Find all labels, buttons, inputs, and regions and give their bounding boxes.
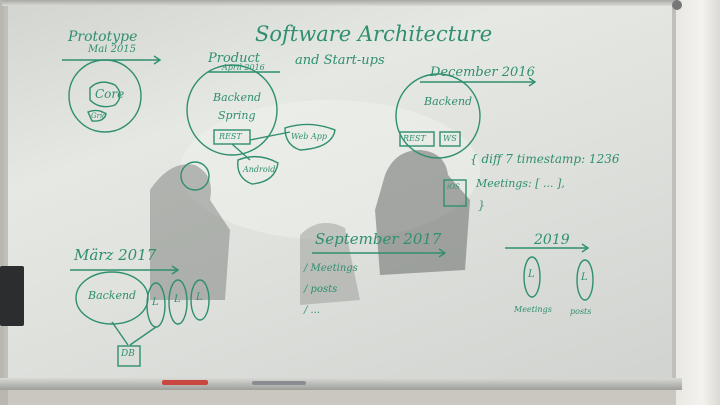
december-node: Backend bbox=[424, 95, 473, 108]
whiteboard-frame-top bbox=[2, 0, 678, 6]
board-title-line2: and Start-ups bbox=[295, 53, 385, 68]
mount-screw bbox=[672, 0, 682, 10]
december-circle bbox=[395, 73, 481, 159]
arrowhead-2019 bbox=[581, 243, 590, 253]
person-shadow-center bbox=[300, 222, 360, 305]
december-code-line3: } bbox=[478, 199, 485, 212]
maerz-db: DB bbox=[121, 349, 135, 359]
december-code-line2: Meetings: [ ... ], bbox=[476, 177, 565, 190]
grey-marker bbox=[252, 381, 306, 385]
arrowhead-december bbox=[528, 77, 537, 87]
android-blob bbox=[237, 155, 279, 185]
product-heading: Product bbox=[208, 51, 260, 66]
september-item-1: / Meetings bbox=[304, 263, 358, 274]
maerz-heading: März 2017 bbox=[74, 246, 157, 264]
red-marker bbox=[162, 380, 208, 385]
maerz-lambda-1-label: L bbox=[152, 297, 159, 308]
product-link-web bbox=[249, 131, 291, 141]
prototype-tag: Grid bbox=[91, 112, 107, 120]
arrowhead-september bbox=[438, 248, 447, 258]
product-rest: REST bbox=[219, 132, 242, 141]
product-web-app: Web App bbox=[291, 132, 327, 141]
future-lambda-1 bbox=[523, 256, 541, 298]
prototype-circle bbox=[68, 59, 142, 133]
ios-box bbox=[443, 179, 467, 207]
december-heading: December 2016 bbox=[430, 65, 535, 80]
december-rest-box bbox=[399, 131, 435, 147]
september-item-3: / ... bbox=[304, 305, 321, 316]
prototype-date: Mai 2015 bbox=[88, 44, 137, 55]
arrowhead-maerz bbox=[171, 265, 180, 275]
prototype-heading: Prototype bbox=[68, 29, 138, 45]
small-client-circle bbox=[180, 161, 210, 191]
core-blob bbox=[89, 81, 121, 108]
product-circle bbox=[186, 64, 278, 156]
future-heading: 2019 bbox=[534, 232, 570, 248]
whiteboard-eraser bbox=[0, 266, 24, 326]
marker-tray bbox=[0, 378, 682, 390]
december-ws: WS bbox=[443, 134, 457, 143]
link-db-2 bbox=[129, 326, 157, 346]
arrowhead-prototype bbox=[153, 55, 162, 65]
maerz-lambda-2 bbox=[168, 279, 188, 325]
product-date: April 2016 bbox=[222, 63, 265, 72]
future-label-1: Meetings bbox=[514, 305, 552, 314]
board-title-line1: Software Architecture bbox=[255, 22, 493, 46]
db-box bbox=[117, 345, 141, 367]
september-item-2: / posts bbox=[304, 284, 338, 295]
december-code-line1: { diff 7 timestamp: 1236 bbox=[470, 152, 620, 166]
person-shadow-right bbox=[375, 150, 470, 275]
link-db-1 bbox=[111, 321, 129, 346]
prototype-node: Core bbox=[95, 87, 125, 101]
maerz-node: Backend bbox=[88, 289, 137, 302]
wall-right bbox=[676, 0, 720, 405]
december-ws-box bbox=[439, 131, 461, 147]
maerz-lambda-3 bbox=[190, 279, 210, 321]
future-lambda-1-label: L bbox=[528, 269, 535, 280]
future-lambda-2 bbox=[576, 259, 594, 301]
product-android: Android bbox=[243, 165, 276, 174]
december-rest: REST bbox=[403, 134, 426, 143]
maerz-lambda-2-label: L bbox=[174, 294, 181, 305]
web-app-blob bbox=[284, 123, 336, 151]
grid-blob bbox=[87, 109, 107, 122]
september-heading: September 2017 bbox=[315, 230, 442, 248]
person-shadow-left bbox=[150, 164, 230, 300]
maerz-lambda-3-label: L bbox=[196, 292, 203, 303]
future-label-2: posts bbox=[570, 307, 592, 316]
future-lambda-2-label: L bbox=[581, 272, 588, 283]
product-node-line2: Spring bbox=[218, 109, 256, 122]
product-node-line1: Backend bbox=[213, 91, 262, 104]
december-ios: iOS bbox=[447, 183, 460, 191]
